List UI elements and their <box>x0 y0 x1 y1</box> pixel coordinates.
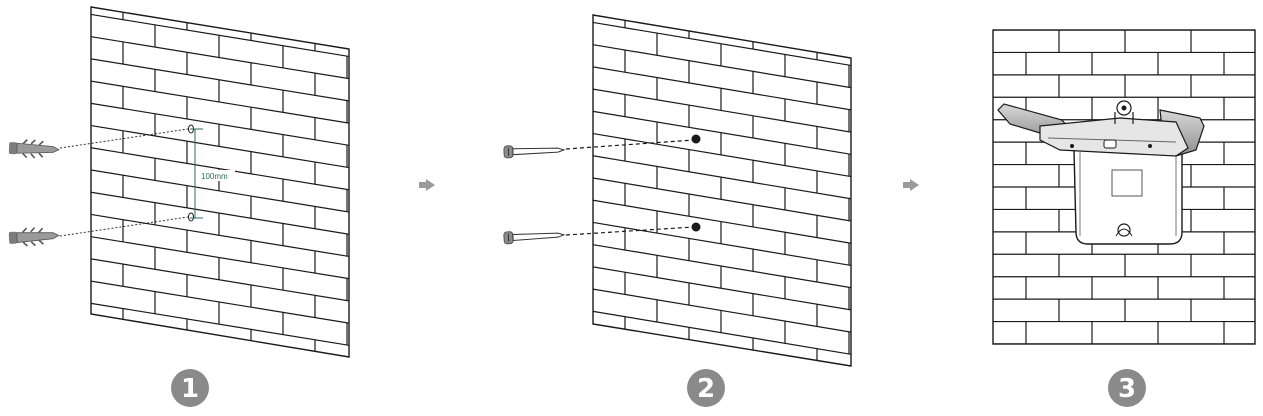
screw-icon <box>503 231 566 245</box>
guide-line <box>565 139 695 150</box>
step-2-badge: 2 <box>687 369 725 407</box>
step-3-badge: 3 <box>1108 369 1146 407</box>
step-3-number: 3 <box>1118 374 1136 404</box>
wall-mount-bracket-icon <box>997 100 1205 245</box>
step-3-panel <box>992 29 1256 345</box>
anchor-hole <box>691 222 701 232</box>
guide-line <box>59 128 189 149</box>
step-arrow-icon <box>903 179 919 191</box>
screw-icon <box>503 145 566 159</box>
step-1-number: 1 <box>181 374 199 404</box>
step-2-panel <box>503 14 852 367</box>
step-arrow-icon <box>419 179 435 191</box>
step-1-badge: 1 <box>171 369 209 407</box>
guide-line <box>59 216 189 237</box>
step-2-number: 2 <box>697 374 715 404</box>
wall-plug-anchor-icon <box>8 227 60 247</box>
dimension-label: 100mm <box>201 172 228 181</box>
drill-hole <box>188 212 194 222</box>
wall-plug-anchor-icon <box>8 139 60 159</box>
guide-line <box>565 226 695 236</box>
anchor-hole <box>691 134 701 144</box>
step-1-panel: 100mm <box>8 6 350 358</box>
brick-wall <box>90 6 350 358</box>
brick-wall <box>592 14 852 367</box>
dimension-marker <box>190 128 203 219</box>
